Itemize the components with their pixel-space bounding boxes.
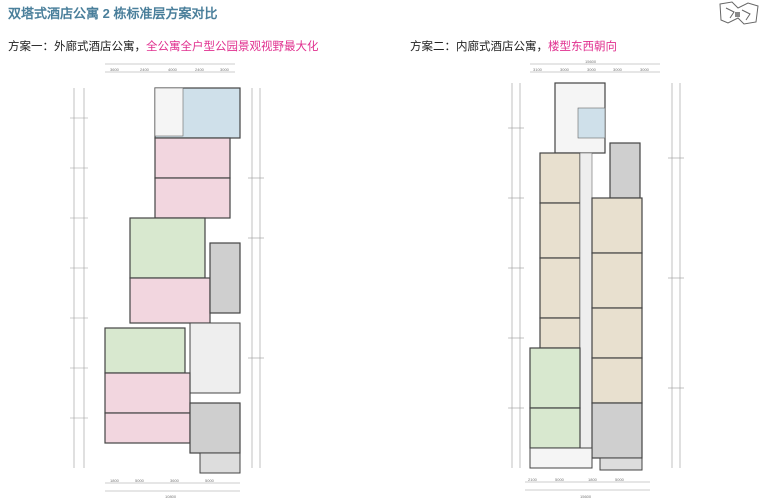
scheme2-bottom-dim: 1800	[588, 477, 598, 482]
unit-beige	[539, 202, 581, 259]
sketch-logo	[719, 1, 759, 25]
core-stair-elevator	[209, 242, 241, 314]
scheme1-top-dim: 2400	[195, 67, 205, 72]
unit-green	[104, 327, 186, 374]
scheme2-top-total: 15600	[585, 59, 597, 64]
scheme2-top-dim: 3000	[613, 67, 623, 72]
scheme1-top-dim: 3000	[220, 67, 230, 72]
scheme2-bottom-dim: 5000	[555, 477, 565, 482]
unit-pink	[104, 372, 191, 414]
scheme1-bottom-dim: 1800	[110, 478, 120, 483]
unit-blue	[154, 87, 184, 137]
unit-pink	[129, 277, 211, 324]
unit-beige	[539, 317, 581, 349]
scheme2-bottom-total: 15600	[580, 494, 592, 499]
unit-blue	[577, 107, 606, 139]
scheme2-top-dim: 3000	[560, 67, 570, 72]
scheme1-bottom-dim: 5000	[205, 478, 215, 483]
scheme2-bottom-dim: 5000	[615, 477, 625, 482]
page-title: 双塔式酒店公寓 2 栋标准层方案对比	[8, 6, 218, 21]
inner-corridor	[579, 152, 593, 464]
scheme1-bottom-total: 10800	[165, 494, 177, 499]
scheme1-caption: 方案一：外廊式酒店公寓，全公寓全户型公园景观视野最大化	[8, 38, 319, 54]
scheme2-highlight: 楼型东西朝向	[548, 41, 617, 53]
scheme1-highlight: 全公寓全户型公园景观视野最大化	[146, 41, 319, 53]
unit-beige	[591, 307, 643, 359]
scheme1-bottom-dimension-line	[105, 482, 240, 492]
scheme1-top-dim: 2400	[140, 67, 150, 72]
unit-green	[129, 217, 206, 279]
scheme1-top-dim: 3600	[110, 67, 120, 72]
core-stair-elevator	[189, 402, 241, 454]
scheme2-caption: 方案二：内廊式酒店公寓，楼型东西朝向	[410, 38, 617, 54]
core-stair-elevator	[591, 402, 643, 459]
scheme2-prefix: 方案二：内廊式酒店公寓，	[410, 41, 548, 53]
outer-corridor	[189, 322, 241, 394]
unit-white	[529, 447, 593, 469]
bottom-stair	[599, 457, 643, 471]
scheme2-right-dimension-line	[668, 83, 684, 468]
scheme2-bottom-dimension-line	[525, 481, 650, 491]
scheme1-prefix: 方案一：外廊式酒店公寓，	[8, 41, 146, 53]
unit-green	[529, 407, 581, 449]
scheme1-right-dimension-line	[248, 88, 264, 468]
unit-pink	[154, 137, 231, 179]
unit-pink	[104, 412, 191, 444]
scheme2-bottom-dim: 2100	[528, 477, 538, 482]
unit-pink	[154, 177, 231, 219]
scheme2-top-dimension-line	[530, 63, 660, 73]
scheme1-bottom-dim: 3600	[170, 478, 180, 483]
unit-beige	[591, 252, 643, 309]
scheme2-top-dim: 3100	[533, 67, 543, 72]
scheme1-floor-plan: 3600 2400 4000 2400 3000	[70, 63, 264, 499]
unit-beige	[591, 197, 643, 254]
unit-beige	[539, 152, 581, 204]
scheme2-floor-plan: 15600 3100 3000 3000 3000 3000	[508, 59, 684, 499]
scheme1-bottom-dim: 5000	[135, 478, 145, 483]
core-stair-elevator	[609, 142, 641, 199]
unit-beige	[591, 357, 643, 404]
unit-green	[529, 347, 581, 409]
scheme2-top-dim: 3000	[640, 67, 650, 72]
bottom-stair	[199, 452, 241, 474]
scheme2-top-dim: 3000	[587, 67, 597, 72]
unit-beige	[539, 257, 581, 319]
scheme1-top-dim: 4000	[168, 67, 178, 72]
scheme2-left-dimension-line	[508, 83, 524, 468]
scheme1-left-dimension-line	[70, 88, 88, 468]
scheme1-top-dimension-line	[105, 63, 235, 73]
